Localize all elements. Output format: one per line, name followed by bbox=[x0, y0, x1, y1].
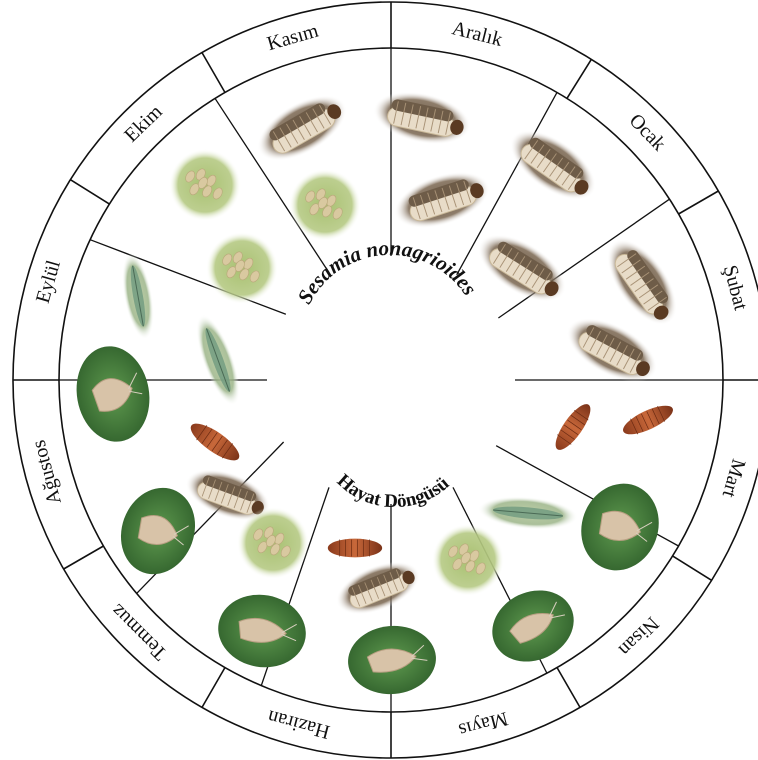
month-divider bbox=[70, 180, 109, 204]
life-cycle-subtitle-text: Hayat Döngüsü bbox=[333, 470, 454, 512]
month-label: Haziran bbox=[265, 705, 332, 743]
month-label: Şubat bbox=[719, 263, 752, 313]
month-label: Ekim bbox=[120, 100, 167, 146]
center-text: Sesamia nonagrioides Hayat Döngüsü bbox=[292, 236, 481, 513]
month-divider bbox=[202, 53, 225, 93]
month-label: Temmuz bbox=[106, 600, 171, 665]
larva-image bbox=[387, 161, 496, 239]
egg-image bbox=[169, 149, 241, 221]
egg-image bbox=[237, 507, 309, 579]
leaf-pupa-image bbox=[477, 493, 579, 534]
egg-image bbox=[432, 524, 504, 596]
stage-images bbox=[69, 82, 690, 698]
pupa-image bbox=[550, 399, 597, 454]
species-title: Sesamia nonagrioides bbox=[292, 236, 481, 308]
month-divider bbox=[673, 556, 712, 580]
month-label: Eylül bbox=[32, 257, 65, 305]
larva-image bbox=[329, 551, 428, 625]
larva-image bbox=[498, 116, 607, 213]
leaf-pupa-image bbox=[187, 310, 248, 410]
month-label: Mart bbox=[718, 457, 750, 501]
egg-image bbox=[289, 169, 361, 241]
larva-image bbox=[593, 227, 690, 336]
pupa-image bbox=[186, 417, 245, 466]
egg-image bbox=[206, 232, 278, 304]
pupa-image bbox=[619, 400, 676, 440]
month-label: Ocak bbox=[625, 110, 670, 156]
month-divider bbox=[64, 546, 104, 569]
month-divider bbox=[202, 668, 225, 708]
month-label: Aralık bbox=[450, 17, 505, 51]
life-cycle-subtitle: Hayat Döngüsü bbox=[333, 470, 454, 512]
month-divider bbox=[567, 59, 591, 98]
pupa-image bbox=[328, 539, 382, 558]
adult-moth-image bbox=[569, 473, 671, 582]
adult-moth-image bbox=[212, 588, 311, 674]
month-label: Kasım bbox=[265, 20, 322, 56]
larva-image bbox=[369, 84, 476, 153]
month-divider bbox=[679, 191, 719, 214]
month-divider bbox=[557, 668, 580, 708]
adult-moth-image bbox=[69, 340, 157, 447]
species-title-text: Sesamia nonagrioides bbox=[292, 236, 481, 308]
adult-moth-image bbox=[345, 622, 439, 697]
larva-image bbox=[247, 82, 357, 174]
month-label: Mayıs bbox=[456, 707, 510, 741]
month-label: Ağustos bbox=[28, 438, 66, 507]
